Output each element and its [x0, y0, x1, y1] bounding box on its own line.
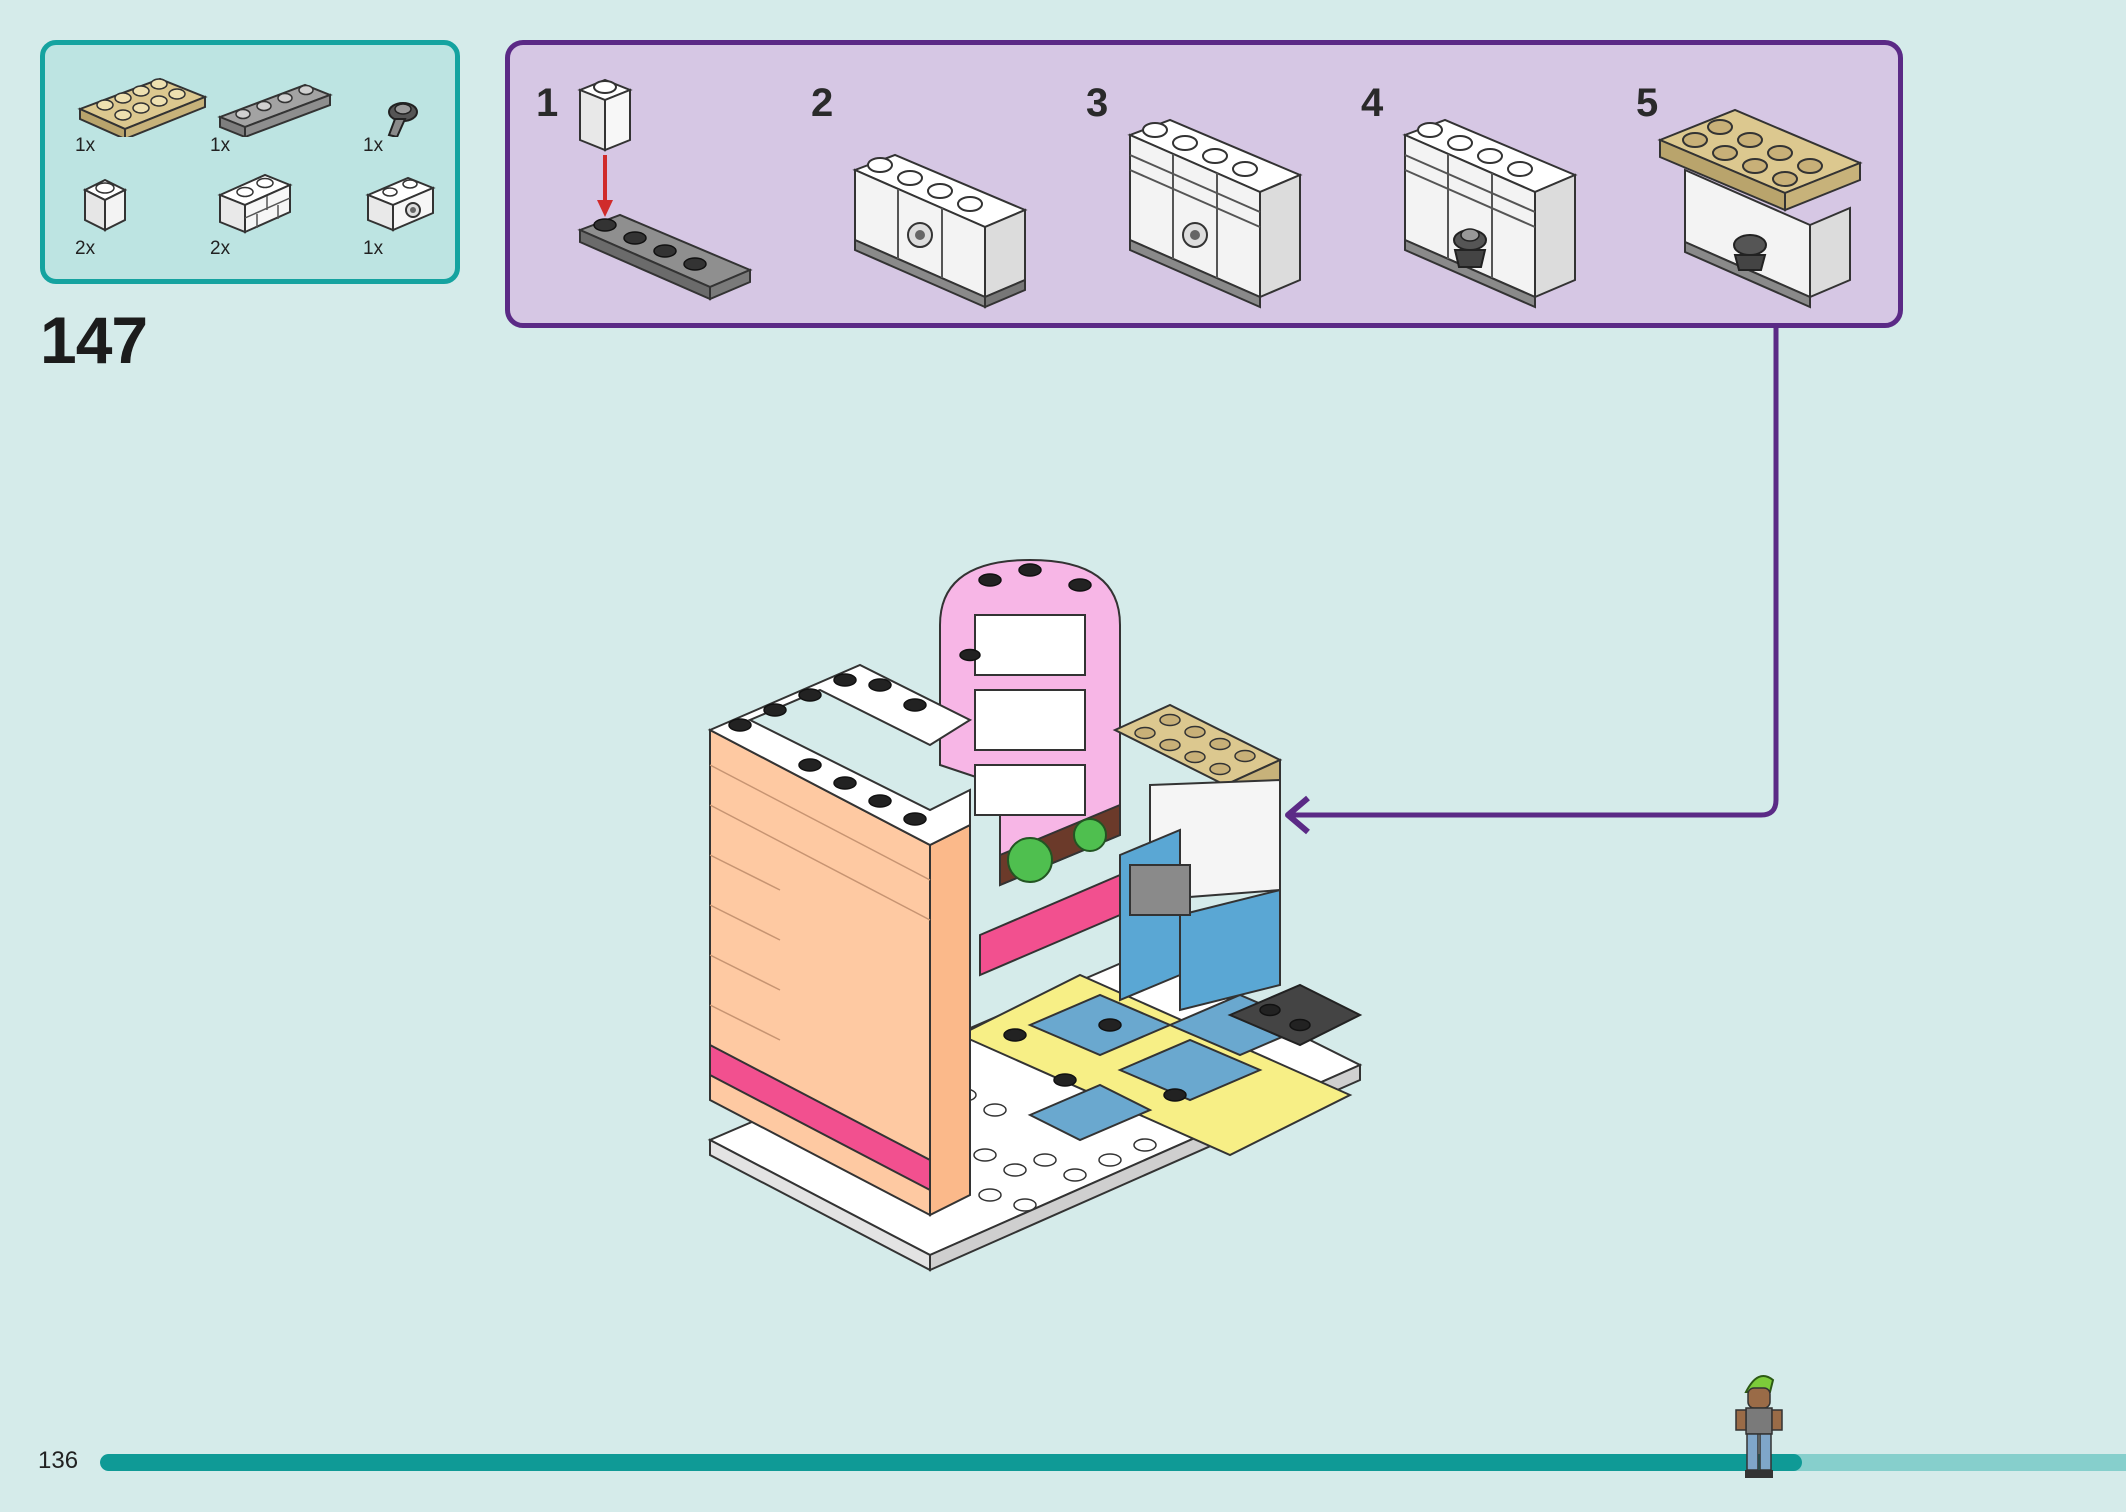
- substep-number: 3: [1086, 81, 1109, 125]
- part-item: 1x: [210, 57, 350, 157]
- substep-3-illustration: [1127, 118, 1303, 309]
- progress-bar-fill: [100, 1454, 1802, 1471]
- part-quantity: 2x: [210, 238, 231, 259]
- white-brick-with-hole-icon: [365, 176, 436, 232]
- minifigure-progress-marker: [1735, 1375, 1783, 1478]
- substep-number: 4: [1361, 81, 1384, 125]
- part-quantity: 1x: [210, 135, 231, 156]
- white-masonry-brick-icon: [217, 173, 293, 234]
- substep: 2: [785, 45, 1055, 325]
- part-quantity: 1x: [363, 135, 384, 156]
- substep-number: 1: [536, 81, 559, 125]
- part-item: 2x: [75, 160, 155, 260]
- step-number: 147: [40, 303, 148, 377]
- substep-2-illustration: [852, 153, 1028, 309]
- substep-5-illustration: [1657, 108, 1863, 309]
- substep-4-illustration: [1402, 118, 1578, 309]
- substep: 3: [1060, 45, 1330, 325]
- gray-plate-1x4-icon: [217, 83, 333, 137]
- substep: 4: [1335, 45, 1605, 325]
- substep-number: 2: [811, 81, 834, 125]
- part-item: 1x: [363, 57, 443, 157]
- parts-list: 1x 1x 1x 2x: [40, 40, 460, 284]
- tan-plate-2x4-icon: [77, 77, 208, 137]
- main-model-illustration: [707, 558, 1363, 1272]
- part-quantity: 1x: [75, 135, 96, 156]
- progress-bar: [100, 1454, 2126, 1471]
- substep: 1: [510, 45, 780, 325]
- gray-clip-icon: [387, 102, 418, 137]
- substep: 5: [1610, 45, 1880, 325]
- substep-number: 5: [1636, 81, 1659, 125]
- page-number: 136: [38, 1447, 79, 1474]
- white-brick-1x1-icon: [82, 178, 128, 232]
- substep-1-illustration: [577, 78, 753, 301]
- part-quantity: 2x: [75, 238, 96, 259]
- part-item: 1x: [75, 57, 215, 157]
- substeps-panel: 1 2: [505, 40, 1903, 328]
- part-quantity: 1x: [363, 238, 384, 259]
- part-item: 1x: [363, 160, 453, 260]
- part-item: 2x: [210, 160, 320, 260]
